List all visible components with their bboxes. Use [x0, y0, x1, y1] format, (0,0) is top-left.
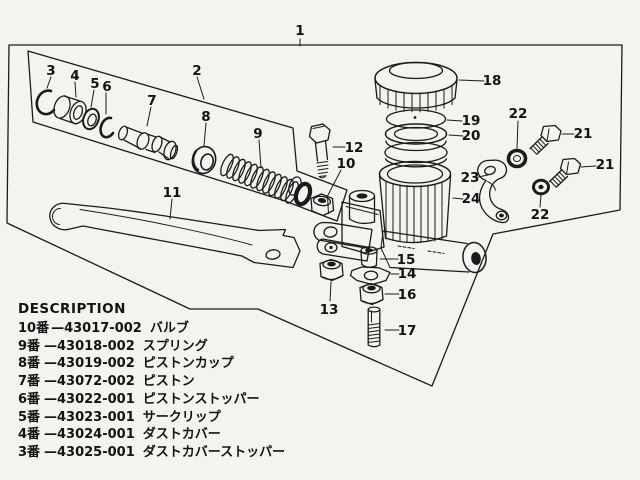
spacer-15 — [360, 246, 378, 268]
part-ref: 6番 — [18, 391, 41, 407]
part-ref: 9番 — [18, 338, 41, 354]
part-number: —43017-002 — [51, 321, 142, 336]
callout-19: 19 — [462, 113, 481, 129]
brake-lever-11 — [49, 202, 301, 269]
callout-5: 5 — [90, 76, 99, 92]
parts-list-item: 10番—43017-002 バルブ — [18, 320, 285, 338]
callout-3: 3 — [46, 63, 55, 79]
callout-23: 23 — [461, 170, 480, 186]
callout-10: 10 — [337, 156, 356, 172]
parts-list-item: 3番—43025-001 ダストカバーストッパー — [18, 444, 285, 462]
parts-list-item: 6番—43022-001 ピストンストッパー — [18, 391, 285, 409]
parts-list-item: 5番—43023-001 サークリップ — [18, 409, 285, 427]
callout-8: 8 — [201, 109, 210, 125]
reservoir-body-24 — [378, 160, 452, 244]
flanged-nut-16 — [359, 282, 384, 306]
callout-4: 4 — [70, 68, 79, 84]
piston-cup-8 — [191, 145, 217, 175]
callout-24: 24 — [462, 191, 481, 207]
outer-boundary — [6, 44, 623, 387]
part-number: —43019-002 — [44, 356, 135, 372]
adjuster-stud-17 — [367, 306, 381, 348]
callout-20: 20 — [462, 128, 481, 144]
callout-18: 18 — [483, 73, 502, 89]
part-number: —43024-001 — [44, 427, 135, 443]
piston-7 — [117, 125, 179, 161]
callout-15: 15 — [397, 252, 416, 268]
clamp-23 — [477, 159, 510, 224]
circlip-3 — [35, 89, 56, 116]
callout-6: 6 — [102, 79, 111, 95]
part-ref: 4番 — [18, 427, 41, 443]
part-name: スプリング — [142, 338, 208, 354]
diaphragm-plate-19 — [385, 109, 447, 129]
part-name: バルブ — [149, 321, 189, 336]
callout-2: 2 — [192, 63, 201, 79]
stopper-plate-14 — [349, 266, 391, 286]
part-number: —43025-001 — [44, 444, 135, 460]
part-name: ダストカバー — [142, 427, 221, 443]
cylinder-barrel — [380, 230, 487, 274]
washer-22-lower — [532, 178, 550, 196]
part-name: ピストンストッパー — [142, 391, 260, 407]
bolt-21-upper — [529, 124, 562, 155]
part-name: サークリップ — [142, 409, 221, 425]
callout-21-upper: 21 — [574, 126, 593, 142]
bolt-12 — [308, 123, 331, 179]
bolt-21-lower — [548, 157, 582, 188]
valve-10 — [288, 176, 335, 217]
callout-9: 9 — [253, 126, 262, 142]
leader-lines — [46, 38, 597, 331]
callout-16: 16 — [398, 287, 417, 303]
diaphragm-20 — [384, 123, 448, 168]
callout-11: 11 — [163, 185, 182, 201]
callout-7: 7 — [147, 93, 156, 109]
callout-22-lower: 22 — [531, 207, 550, 223]
callouts: 1 2 3 4 5 6 7 8 9 10 11 12 13 14 15 16 1… — [46, 23, 614, 339]
dust-cover-4 — [53, 95, 87, 125]
part-number: —43018-002 — [44, 338, 135, 354]
callout-13: 13 — [320, 302, 339, 318]
callout-21-lower: 21 — [596, 157, 615, 173]
parts-list-title: DESCRIPTION — [18, 301, 126, 317]
part-number: —43023-001 — [44, 409, 135, 425]
part-name: ダストカバーストッパー — [142, 444, 286, 460]
part-number: —43022-001 — [44, 391, 135, 407]
spring-9 — [220, 153, 299, 204]
parts-list-item: 9番—43018-002 スプリング — [18, 338, 285, 356]
part-name: ピストン — [142, 374, 195, 390]
callout-14: 14 — [398, 266, 417, 282]
part-ref: 7番 — [18, 374, 41, 390]
part-ref: 3番 — [18, 444, 41, 460]
part-ref: 8番 — [18, 356, 41, 372]
callout-22-upper: 22 — [509, 106, 528, 122]
part-number: —43072-002 — [44, 374, 135, 390]
parts-list-item: 4番—43024-001 ダストカバー — [18, 426, 285, 444]
lever-bracket-body — [313, 189, 385, 262]
circlip-6 — [99, 116, 115, 139]
washer-22-upper — [506, 148, 528, 169]
washer-5 — [82, 107, 100, 131]
parts-list: DESCRIPTION 10番—43017-002 バルブ 9番—43018-00… — [18, 301, 285, 462]
reservoir-cap-18 — [374, 61, 458, 113]
callout-1: 1 — [295, 23, 304, 39]
part-ref: 10番 — [18, 321, 50, 336]
callout-12: 12 — [345, 140, 364, 156]
pivot-nut-13 — [319, 258, 344, 282]
part-ref: 5番 — [18, 409, 41, 425]
parts-list-item: 8番—43019-002 ピストンカップ — [18, 355, 285, 373]
parts-list-item: 7番—43072-002 ピストン — [18, 373, 285, 391]
part-name: ピストンカップ — [142, 356, 234, 372]
callout-17: 17 — [398, 323, 417, 339]
